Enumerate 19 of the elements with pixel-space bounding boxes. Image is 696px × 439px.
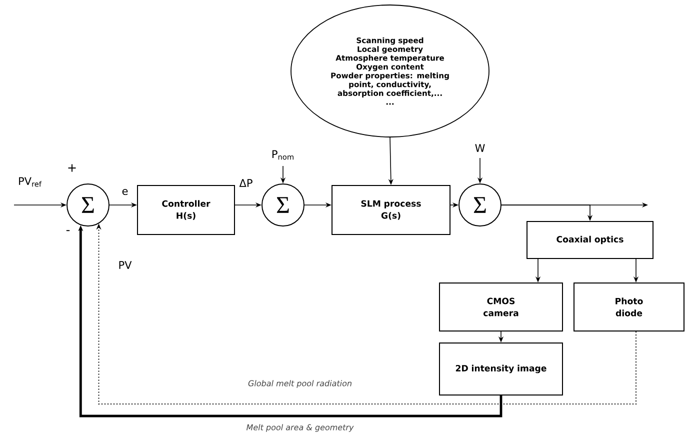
process-box: Coaxial optics (526, 221, 654, 259)
process-box: Photo diode (574, 282, 684, 332)
edge-label: W (475, 144, 485, 152)
sign-label: - (66, 230, 70, 232)
signal-label: PV (119, 261, 132, 269)
summing-junction: Σ (458, 184, 502, 226)
process-box: CMOS camera (439, 282, 563, 332)
summing-junction: Σ (262, 184, 304, 226)
line-label: Global melt pool radiation (248, 380, 352, 388)
edge-label: P$_{nom}$ (272, 150, 294, 160)
process-box: 2D intensity image (439, 342, 563, 396)
edge-label: ΔP (239, 179, 252, 187)
edge-label: e (122, 188, 128, 195)
edge-label: PV$_{ref}$ (19, 177, 42, 187)
sign-label: + (68, 164, 76, 172)
process-box: SLM process G(s) (332, 185, 450, 235)
line-label: Melt pool area & geometry (246, 424, 354, 432)
summing-junction: Σ (66, 184, 110, 226)
process-box: Controller H(s) (137, 185, 235, 235)
